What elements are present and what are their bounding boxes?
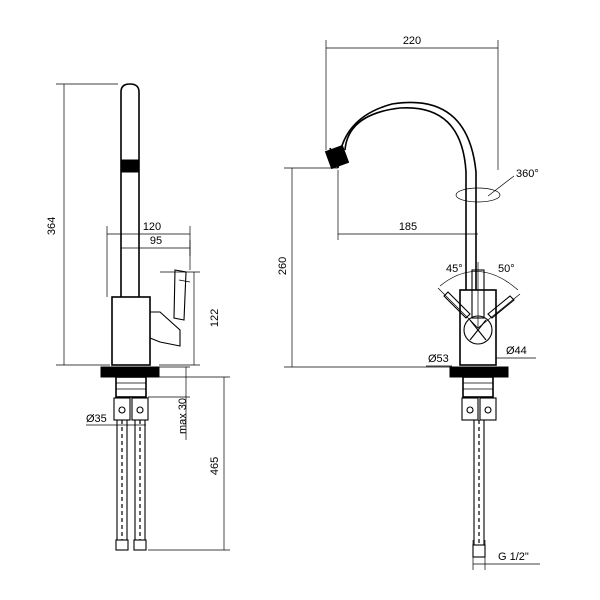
handle-angle-arc: [439, 271, 519, 291]
dim-spout-reach: 185: [399, 221, 417, 233]
side-hose-connector-left: [113, 397, 131, 421]
side-shank: [115, 376, 147, 398]
front-spout: [329, 101, 477, 290]
dim-hose-length: 465: [209, 457, 221, 475]
dim-handle-reach: 120: [143, 221, 161, 233]
side-aerator: [120, 159, 140, 173]
dim-rotation: 360°: [516, 168, 539, 180]
dim-base-diameter: Ø53: [428, 353, 449, 365]
front-base-plate: [449, 366, 509, 378]
dim-hose-connector: Ø35: [86, 413, 107, 425]
dim-body-height: 122: [209, 309, 221, 327]
side-hose-connector-right: [131, 397, 149, 421]
side-spout-tube: [120, 83, 140, 297]
dim-thread: G 1/2": [498, 551, 529, 563]
side-view: 364 120 95 122 Ø35 max 30 465: [46, 83, 230, 551]
side-lever: [173, 269, 187, 321]
side-hose-end-right: [133, 539, 147, 551]
dim-total-height: 364: [46, 217, 58, 235]
dim-overall-width: 220: [403, 35, 421, 47]
side-base-plate: [100, 366, 160, 378]
dim-body-diameter: Ø44: [506, 345, 527, 357]
front-shank: [462, 376, 494, 398]
front-braided-hose: [473, 420, 485, 545]
front-aerator: [324, 144, 350, 170]
dim-handle-left-angle: 45°: [446, 263, 463, 275]
front-hose-connector-right: [479, 397, 497, 421]
side-body: [111, 296, 151, 366]
dim-spout-height: 260: [277, 257, 289, 275]
dim-handle-right-angle: 50°: [498, 263, 515, 275]
front-view: 45° 50° 220 360° 185 260: [277, 35, 540, 570]
side-hose-end-left: [115, 539, 129, 551]
side-braided-hoses: [116, 420, 146, 540]
front-hose-connector-left: [461, 397, 479, 421]
side-handle: [149, 311, 181, 347]
front-hose-end: [472, 544, 486, 558]
dim-counter-thickness: max 30: [177, 398, 189, 434]
rotation-ellipse: [455, 187, 501, 203]
dim-body-offset: 95: [150, 235, 162, 247]
